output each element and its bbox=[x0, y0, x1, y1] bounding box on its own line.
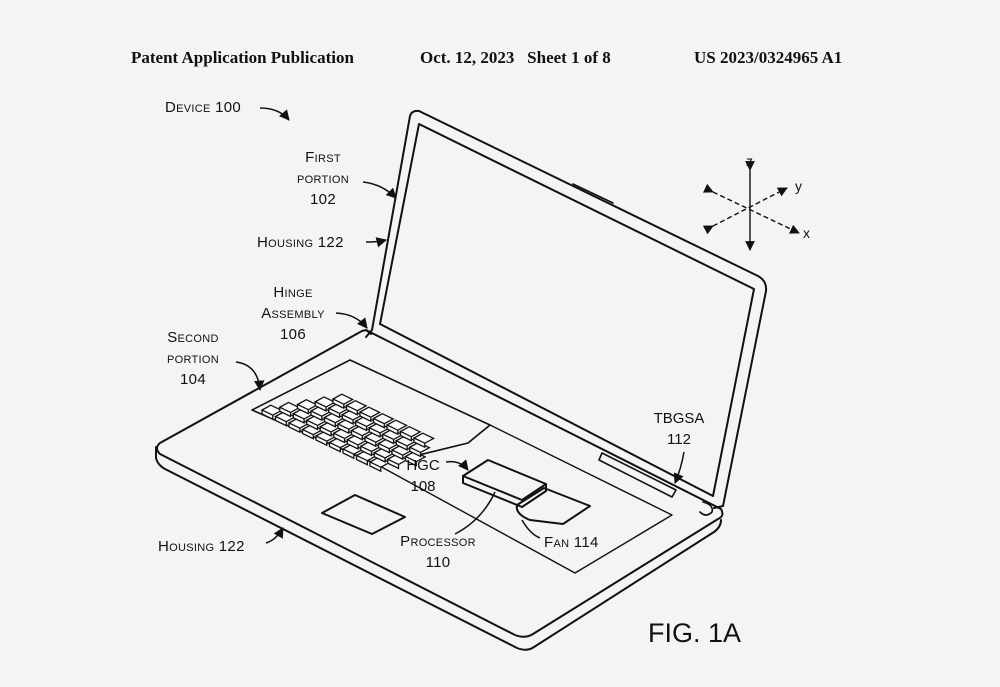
tbgsa-bar bbox=[598, 452, 677, 498]
touchpad bbox=[321, 494, 406, 535]
leader-hgc bbox=[445, 459, 469, 471]
publication-title: Patent Application Publication bbox=[131, 48, 354, 67]
screen-lid bbox=[371, 109, 768, 509]
leader-processor bbox=[454, 491, 496, 535]
label-second-portion: Second portion 104 bbox=[166, 329, 219, 388]
label-hinge-assembly: Hinge Assembly 106 bbox=[261, 284, 325, 343]
label-device: Device 100 bbox=[165, 99, 242, 116]
axis-triad bbox=[702, 161, 800, 251]
keyboard-key bbox=[385, 419, 409, 436]
leader-housing-top bbox=[365, 237, 388, 248]
publication-number: US 2023/0324965 A1 bbox=[694, 48, 843, 67]
leader-second-portion bbox=[235, 361, 265, 392]
publication-date-sheet: Oct. 12, 2023 Sheet 1 of 8 bbox=[420, 48, 611, 67]
leader-fan bbox=[521, 519, 541, 539]
camera-bar bbox=[572, 183, 614, 204]
leader-tbgsa bbox=[673, 451, 685, 484]
axis-y-label: y bbox=[795, 178, 802, 194]
leader-housing-bottom bbox=[265, 527, 284, 544]
fan bbox=[515, 487, 591, 525]
leader-first-portion bbox=[362, 181, 397, 199]
label-hgc: HGC 108 bbox=[406, 457, 440, 495]
label-processor: Processor 110 bbox=[400, 533, 476, 571]
label-fan: Fan 114 bbox=[544, 534, 599, 551]
hinge-assembly bbox=[365, 329, 372, 335]
axis-z-label: z bbox=[746, 153, 753, 169]
keyboard-key bbox=[372, 412, 395, 429]
keyboard-key bbox=[412, 432, 436, 449]
figure-label: FIG. 1A bbox=[648, 618, 742, 648]
laptop-base-bottom bbox=[155, 446, 722, 651]
internal-area bbox=[377, 424, 673, 574]
label-first-portion: First portion 102 bbox=[296, 149, 349, 208]
leader-device bbox=[259, 107, 290, 121]
leader-hinge bbox=[335, 312, 368, 329]
laptop-base-top bbox=[156, 329, 724, 638]
label-housing-bottom: Housing 122 bbox=[158, 538, 245, 555]
keyboard-key bbox=[345, 399, 368, 416]
keyboard-key bbox=[331, 393, 355, 410]
screen-bezel bbox=[379, 123, 755, 497]
label-housing-top: Housing 122 bbox=[257, 234, 344, 251]
label-tbgsa: TBGSA 112 bbox=[653, 410, 705, 448]
axis-x-label: x bbox=[803, 225, 810, 241]
tbgsa-end bbox=[699, 501, 714, 516]
keyboard-key bbox=[358, 406, 382, 423]
keyboard-key bbox=[399, 425, 422, 442]
